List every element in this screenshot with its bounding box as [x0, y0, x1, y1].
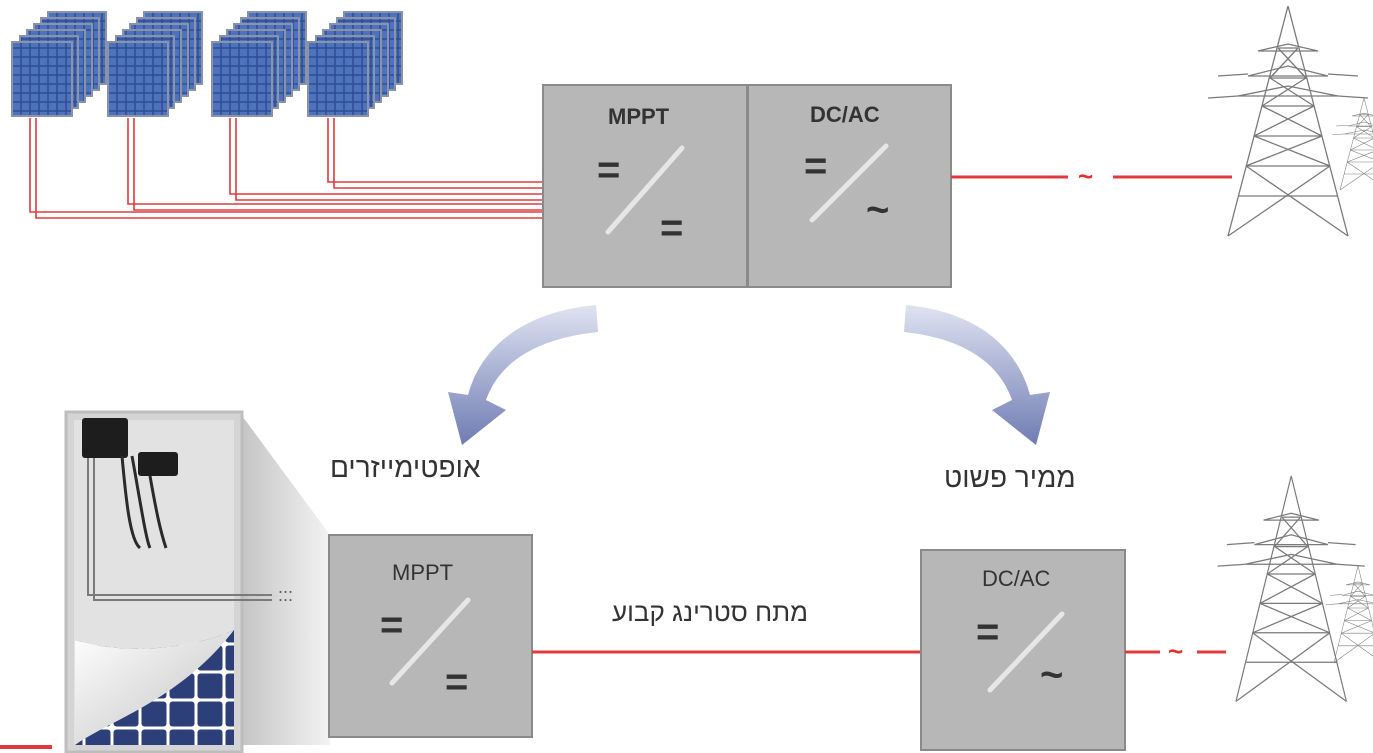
- converter-slash: [987, 611, 1065, 693]
- zoom-wedge: [240, 413, 330, 745]
- converter-slash: [605, 145, 685, 235]
- ac-output-symbol: ~: [1040, 653, 1064, 697]
- ac-tilde-symbol: ~: [1078, 161, 1094, 191]
- power-tower-icon: [1216, 475, 1373, 703]
- top-inverter-title: DC/AC: [810, 102, 880, 127]
- converter-slash: [809, 143, 889, 223]
- optimizer-mppt-box: [328, 534, 533, 738]
- top-mppt-title: MPPT: [608, 104, 670, 129]
- curved-arrow-icon: [904, 305, 1050, 445]
- simple-inverter-title: DC/AC: [982, 566, 1051, 591]
- converter-slash: [389, 597, 471, 686]
- string-voltage-label: מתח סטרינג קבוע: [612, 597, 808, 627]
- connector-dots: :::: [278, 585, 294, 605]
- dc-output-symbol: =: [660, 206, 684, 250]
- dc-input-symbol: =: [976, 610, 1000, 654]
- simple-inverter-box: [920, 549, 1126, 751]
- solar-panel-array-icon: [11, 11, 403, 117]
- dc-input-symbol: =: [804, 144, 828, 188]
- ac-tilde-symbol: ~: [1168, 636, 1184, 666]
- dc-output-symbol: =: [445, 660, 469, 704]
- top-inverter-box: [747, 84, 952, 288]
- ac-output-symbol: ~: [866, 188, 890, 232]
- optimizer-mppt-title: MPPT: [392, 560, 454, 585]
- dc-input-symbol: =: [597, 148, 621, 192]
- dc-string-wires: [29, 118, 542, 219]
- top-mppt-box: [542, 84, 748, 288]
- dc-input-symbol: =: [380, 603, 404, 647]
- power-tower-icon: [1207, 5, 1373, 237]
- simple-inverter-caption: ממיר פשוט: [944, 462, 1076, 493]
- curved-arrow-icon: [448, 305, 598, 445]
- optimizers-caption: אופטימייזרים: [330, 452, 481, 483]
- optimizer-panel-icon: [64, 410, 272, 753]
